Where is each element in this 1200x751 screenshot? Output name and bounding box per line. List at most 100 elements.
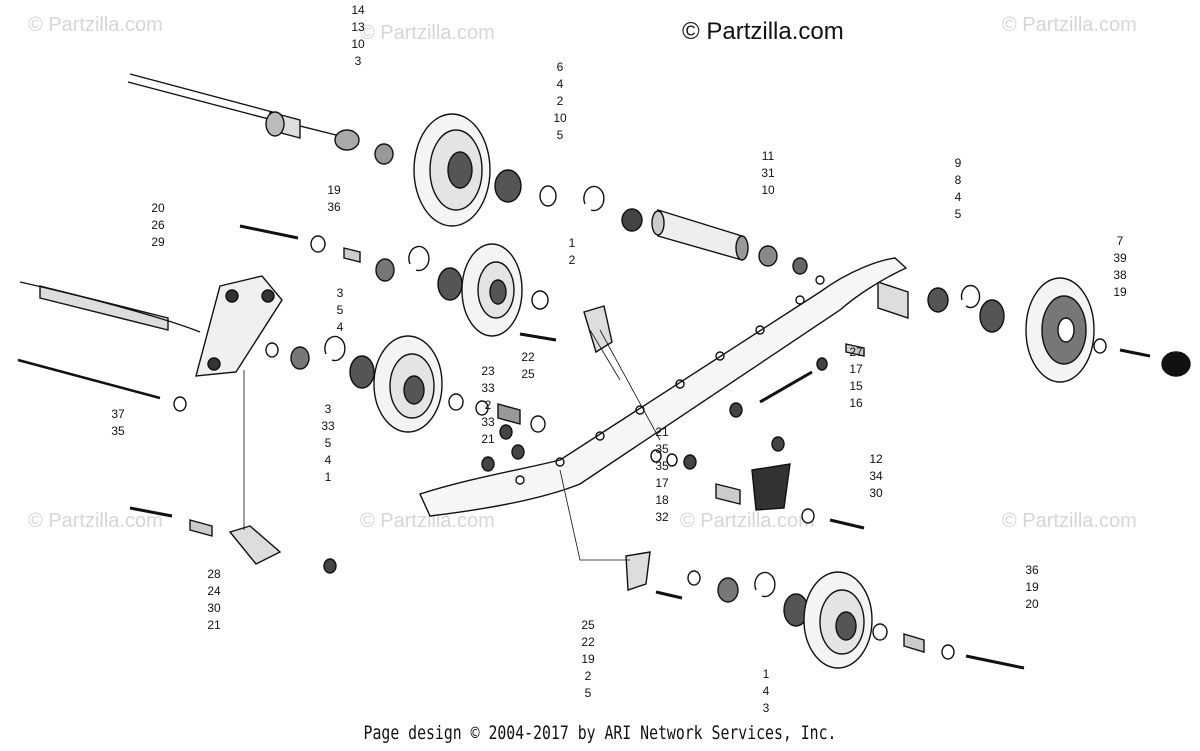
callout-number-rail-nuts: 32 (655, 510, 669, 524)
callout-number-far-right-wheel: 19 (1113, 285, 1127, 299)
washer-part (872, 623, 888, 641)
watermark: © Partzilla.com (1002, 510, 1137, 532)
callout-number-right-bolt: 27 (849, 345, 863, 359)
washer-part (1093, 338, 1107, 354)
callout-number-top-left-stack: 14 (351, 3, 365, 17)
callout-number-bottom-wheel: 3 (763, 701, 770, 715)
idler-wheel-bottom (803, 571, 873, 669)
callout-number-top-left-stack: 10 (351, 37, 365, 51)
washer-part (475, 400, 489, 416)
bearing-part (290, 346, 310, 370)
callout-number-right-stack: 9 (955, 156, 962, 170)
washer-part (530, 415, 546, 433)
callout-number-top-wheel: 2 (557, 94, 564, 108)
washer-part (941, 644, 955, 660)
snap-ring-part (960, 284, 981, 309)
spacer-tube (651, 209, 749, 261)
callout-number-mid-left: 3 (337, 286, 344, 300)
callout-number-left-bushing: 36 (327, 200, 341, 214)
washer-part (666, 453, 678, 467)
callout-number-top-wheel: 5 (557, 128, 564, 142)
callout-number-right-stack: 4 (955, 190, 962, 204)
callout-number-slide-block: 30 (869, 486, 883, 500)
callout-number-right-bolt: 17 (849, 362, 863, 376)
callout-number-spacer: 33 (481, 381, 495, 395)
callout-number-top-right-spacer: 31 (761, 166, 775, 180)
watermark: © Partzilla.com (680, 510, 815, 532)
callout-number-right-bolt: 15 (849, 379, 863, 393)
callout-number-mid-left: 4 (337, 320, 344, 334)
hub-part (877, 281, 909, 319)
bearing-part (375, 258, 395, 282)
bolt-part (519, 332, 557, 342)
callout-number-lower-wheel: 5 (325, 436, 332, 450)
bearing-part (374, 143, 394, 165)
callout-number-bottom-wheel: 1 (763, 667, 770, 681)
callout-number-bottom-right: 19 (1025, 580, 1039, 594)
snap-ring-part (324, 335, 346, 362)
callout-number-left-bolt: 20 (151, 201, 165, 215)
callout-number-slide-block: 34 (869, 469, 883, 483)
callout-number-bottom-bracket: 19 (581, 652, 595, 666)
bushing-part (715, 483, 741, 505)
callout-number-right-stack: 5 (955, 207, 962, 221)
callout-number-bottom-bracket: 22 (581, 635, 595, 649)
callout-number-rail-nuts: 35 (655, 459, 669, 473)
nut-part (683, 454, 697, 470)
watermark: © Partzilla.com (360, 510, 495, 532)
callout-number-mid-wheel: 1 (569, 236, 576, 250)
bushing-part (334, 129, 360, 151)
bolt-part (829, 518, 865, 530)
callout-number-lower-axle: 37 (111, 407, 125, 421)
callout-number-top-left-stack: 3 (355, 54, 362, 68)
callout-number-spacer: 21 (481, 432, 495, 446)
idler-wheel-lower (373, 335, 443, 433)
callout-number-top-wheel: 6 (557, 60, 564, 74)
slide-block-part (751, 463, 791, 511)
washer-part (531, 290, 549, 310)
callout-number-spacer: 23 (481, 364, 495, 378)
callout-number-rail-nuts: 21 (655, 425, 669, 439)
callout-number-mid-wheel: 2 (569, 253, 576, 267)
callout-number-bottom-left: 21 (207, 618, 221, 632)
slide-rail (419, 257, 908, 517)
washer-part (792, 257, 808, 275)
callout-number-top-right-spacer: 10 (761, 183, 775, 197)
nut-part (816, 357, 828, 371)
callout-number-bracket: 25 (521, 367, 535, 381)
bolt-part (1119, 348, 1151, 358)
nut-part (771, 436, 785, 452)
callout-number-bottom-left: 30 (207, 601, 221, 615)
nut-part (511, 444, 525, 460)
snap-ring-part (583, 185, 605, 212)
nut-part (729, 402, 743, 418)
bolt-part (239, 224, 299, 240)
callout-number-bottom-right: 20 (1025, 597, 1039, 611)
arm-bracket (228, 525, 282, 565)
washer-part (539, 185, 557, 207)
callout-number-lower-wheel: 1 (325, 470, 332, 484)
cap-part (1161, 351, 1191, 377)
callout-number-left-bolt: 29 (151, 235, 165, 249)
callout-number-lower-axle: 35 (111, 424, 125, 438)
nut-part (481, 456, 495, 472)
callout-number-rail-nuts: 35 (655, 442, 669, 456)
pivot-arm (195, 275, 283, 377)
snap-ring-part (408, 245, 430, 272)
bolt-part (759, 370, 813, 404)
footer-credit: Page design © 2004-2017 by ARI Network S… (363, 722, 837, 744)
callout-number-far-right-wheel: 38 (1113, 268, 1127, 282)
bearing-part (494, 169, 522, 203)
washer-part (173, 396, 187, 412)
bearing-part (927, 287, 949, 313)
watermark: © Partzilla.com (360, 22, 495, 44)
callout-number-top-left-stack: 13 (351, 20, 365, 34)
nut-part (621, 208, 643, 232)
callout-number-left-bolt: 26 (151, 218, 165, 232)
idler-wheel-mid (461, 243, 523, 337)
callout-number-bottom-bracket: 25 (581, 618, 595, 632)
washer-part (265, 342, 279, 358)
callout-number-spacer: 2 (485, 398, 492, 412)
callout-number-bottom-wheel: 4 (763, 684, 770, 698)
